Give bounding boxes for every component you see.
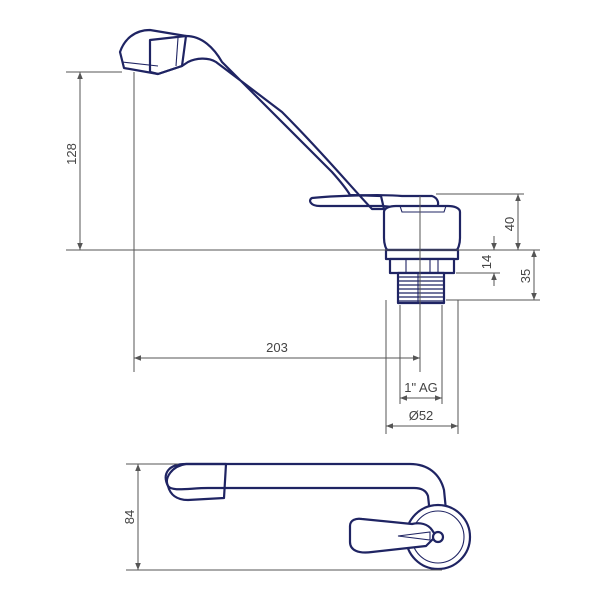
dim-label-35: 35 [518,269,533,283]
fixing-nut [388,257,456,275]
dim-label-diameter: Ø52 [409,408,434,423]
top-center-screw [431,530,445,544]
lever-handle [309,194,440,210]
top-dimension: 84 [122,463,442,571]
top-nozzle [164,462,228,502]
spout-nozzle [118,28,188,76]
top-spout-arm [165,462,448,516]
dim-label-128: 128 [64,143,79,165]
base-ring [384,248,460,261]
dim-label-40: 40 [502,217,517,231]
dim-label-203: 203 [266,340,288,355]
dimension-lines: 128 40 14 35 203 1" AG Ø52 [64,71,540,434]
side-view [118,28,462,305]
top-view [164,462,472,571]
dim-label-14: 14 [479,255,494,269]
top-lever-handle [348,517,438,554]
threaded-shank [396,271,446,305]
dim-label-thread: 1" AG [404,380,438,395]
dim-label-84: 84 [122,510,137,524]
spout-arm [148,34,386,211]
tap-body [382,204,462,252]
